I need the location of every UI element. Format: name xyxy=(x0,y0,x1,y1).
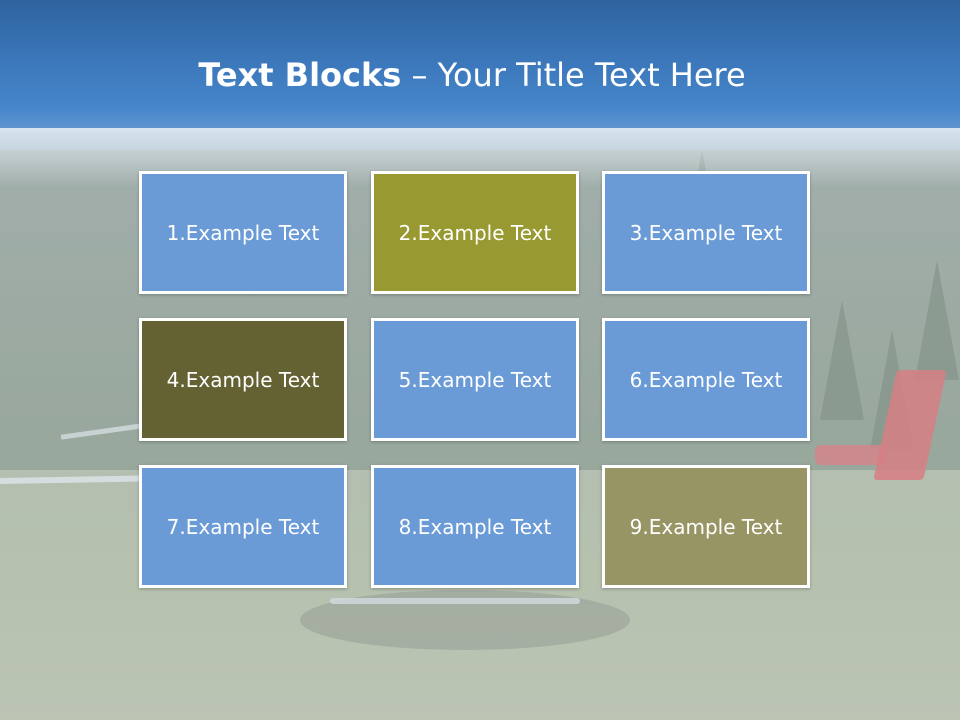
text-block-8[interactable]: 8.Example Text xyxy=(371,465,579,588)
text-block-label: 2.Example Text xyxy=(398,220,552,245)
text-block-label: 9.Example Text xyxy=(629,514,783,539)
page-title: Text Blocks – Your Title Text Here xyxy=(0,56,944,94)
title-separator: – xyxy=(401,56,438,94)
text-block-label: 5.Example Text xyxy=(398,367,552,392)
text-block-5[interactable]: 5.Example Text xyxy=(371,318,579,441)
text-block-label: 6.Example Text xyxy=(629,367,783,392)
text-block-1[interactable]: 1.Example Text xyxy=(139,171,347,294)
helicopter-tail-boom xyxy=(815,445,885,465)
text-block-label: 7.Example Text xyxy=(166,514,320,539)
text-block-label: 3.Example Text xyxy=(629,220,783,245)
title-rest: Your Title Text Here xyxy=(437,56,746,94)
title-bold: Text Blocks xyxy=(198,56,402,94)
tree-shape xyxy=(915,260,959,380)
text-block-6[interactable]: 6.Example Text xyxy=(602,318,810,441)
text-block-label: 4.Example Text xyxy=(166,367,320,392)
text-block-3[interactable]: 3.Example Text xyxy=(602,171,810,294)
text-block-9[interactable]: 9.Example Text xyxy=(602,465,810,588)
tree-shape xyxy=(820,300,864,420)
text-block-7[interactable]: 7.Example Text xyxy=(139,465,347,588)
helicopter-skid xyxy=(330,598,580,604)
text-block-4[interactable]: 4.Example Text xyxy=(139,318,347,441)
text-block-label: 1.Example Text xyxy=(166,220,320,245)
header-band xyxy=(0,0,960,128)
text-block-label: 8.Example Text xyxy=(398,514,552,539)
text-block-2[interactable]: 2.Example Text xyxy=(371,171,579,294)
